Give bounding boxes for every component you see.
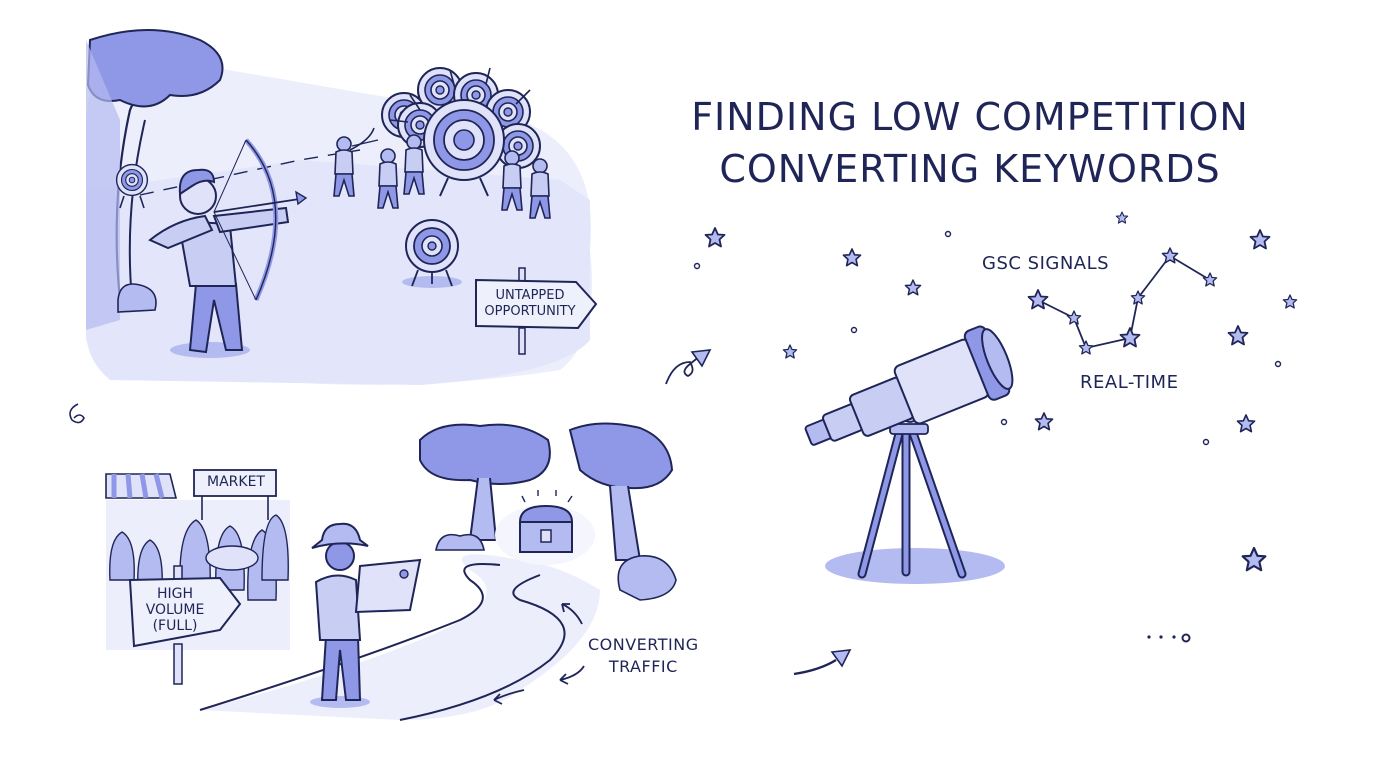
gsc-signals-label: GSC SIGNALS xyxy=(982,253,1110,274)
treasure-chest xyxy=(518,490,574,553)
archer-figure xyxy=(148,138,308,358)
market-label: MARKET xyxy=(207,474,265,490)
label-line: TRAFFIC xyxy=(608,657,678,676)
flow-arrow-right xyxy=(793,649,852,676)
title-line-2: CONVERTING KEYWORDS xyxy=(719,147,1221,192)
flow-arrow-up xyxy=(665,349,712,385)
sign-text-line: HIGH xyxy=(156,586,194,602)
market-scene xyxy=(105,469,290,685)
telescope xyxy=(804,325,1014,584)
untapped-opportunity-label: UNTAPPED OPPORTUNITY xyxy=(478,288,582,320)
squiggle-doodle xyxy=(69,403,85,424)
lone-target xyxy=(402,219,462,288)
treasure-path-scene xyxy=(199,422,677,721)
sign-text-line: VOLUME xyxy=(145,602,205,618)
map xyxy=(354,558,422,614)
real-time-label: REAL-TIME xyxy=(1080,372,1179,393)
converting-traffic-label: CONVERTING TRAFFIC xyxy=(588,634,699,678)
crowded-targets xyxy=(333,67,551,219)
market-banner xyxy=(193,469,277,497)
high-volume-label: HIGH VOLUME (FULL) xyxy=(134,586,216,634)
high-volume-sign xyxy=(128,565,242,685)
scattered-stars xyxy=(693,211,1298,643)
label-line: CONVERTING xyxy=(588,635,699,654)
sign-text-line: OPPORTUNITY xyxy=(484,304,576,319)
page-title: FINDING LOW COMPETITION CONVERTING KEYWO… xyxy=(600,91,1340,195)
title-line-1: FINDING LOW COMPETITION xyxy=(691,95,1249,140)
explorer-figure xyxy=(310,522,422,708)
sign-text-line: (FULL) xyxy=(152,618,198,634)
sign-text-line: UNTAPPED xyxy=(495,288,565,303)
untapped-opportunity-sign xyxy=(475,267,598,355)
constellation xyxy=(1027,247,1218,355)
archery-scene xyxy=(86,29,598,385)
